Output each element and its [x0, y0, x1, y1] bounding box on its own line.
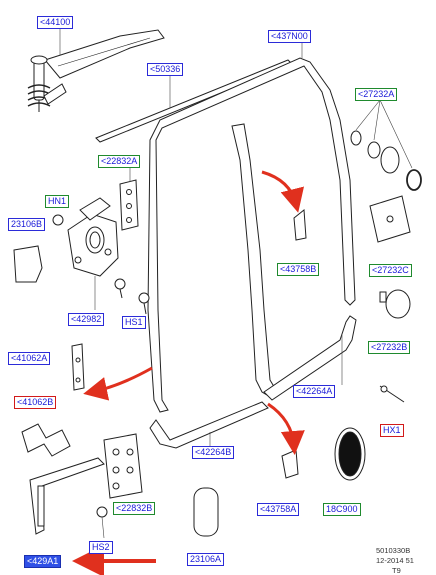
plug-set-a [350, 99, 422, 191]
label-43758b[interactable]: <43758B [277, 263, 320, 276]
label-27232c[interactable]: <27232C [369, 264, 412, 277]
door-weatherstrip [147, 40, 356, 413]
label-42264b[interactable]: <42264B [192, 446, 235, 459]
label-41062a[interactable]: <41062A [8, 352, 51, 365]
label-23106b[interactable]: 23106B [8, 218, 46, 231]
clip-a [281, 449, 299, 479]
label-41062b[interactable]: <41062B [14, 396, 57, 409]
diagram-ref-code: T9 [392, 566, 401, 575]
door-check-strap [27, 29, 165, 112]
label-18c900[interactable]: 18C900 [323, 503, 361, 516]
label-hs2[interactable]: HS2 [89, 541, 113, 554]
label-27232b[interactable]: <27232B [368, 341, 411, 354]
label-23106a[interactable]: 23106A [187, 553, 225, 566]
label-42982[interactable]: <42982 [68, 313, 105, 326]
oval-badge [334, 427, 366, 481]
label-44100[interactable]: <44100 [37, 16, 74, 29]
label-hs1[interactable]: HS1 [122, 316, 146, 329]
label-22832a[interactable]: <22832A [98, 155, 141, 168]
round-plug [379, 289, 411, 319]
diagram-ref-date: 12-2014 51 [376, 556, 414, 565]
label-429a1[interactable]: <429A1 [24, 555, 62, 568]
label-437n00[interactable]: <437N00 [268, 30, 311, 43]
label-hx1[interactable]: HX1 [380, 424, 404, 437]
glass-run-channel [149, 123, 357, 449]
striker-plate [71, 343, 85, 391]
belt-moulding [95, 59, 293, 143]
label-50336[interactable]: <50336 [147, 63, 184, 76]
diagram-ref-number: 5010330B [376, 546, 411, 555]
label-22832b[interactable]: <22832B [113, 502, 156, 515]
clip-b [293, 209, 307, 241]
screw-hx1 [379, 385, 405, 403]
trim-cover-b [13, 245, 43, 283]
label-43758a[interactable]: <43758A [257, 503, 300, 516]
lower-hinge-plate [103, 433, 143, 499]
label-hn1[interactable]: HN1 [45, 195, 70, 208]
label-27232a[interactable]: <27232A [355, 88, 398, 101]
label-42264a[interactable]: <42264A [293, 385, 336, 398]
hinge-bolts [52, 214, 150, 315]
lower-hinge-arm [29, 457, 108, 539]
square-plug [369, 195, 411, 243]
upper-hinge [67, 197, 119, 310]
lock-bracket [21, 423, 71, 457]
trim-cover-a [193, 487, 219, 537]
hinge-plate-upper [119, 166, 139, 231]
